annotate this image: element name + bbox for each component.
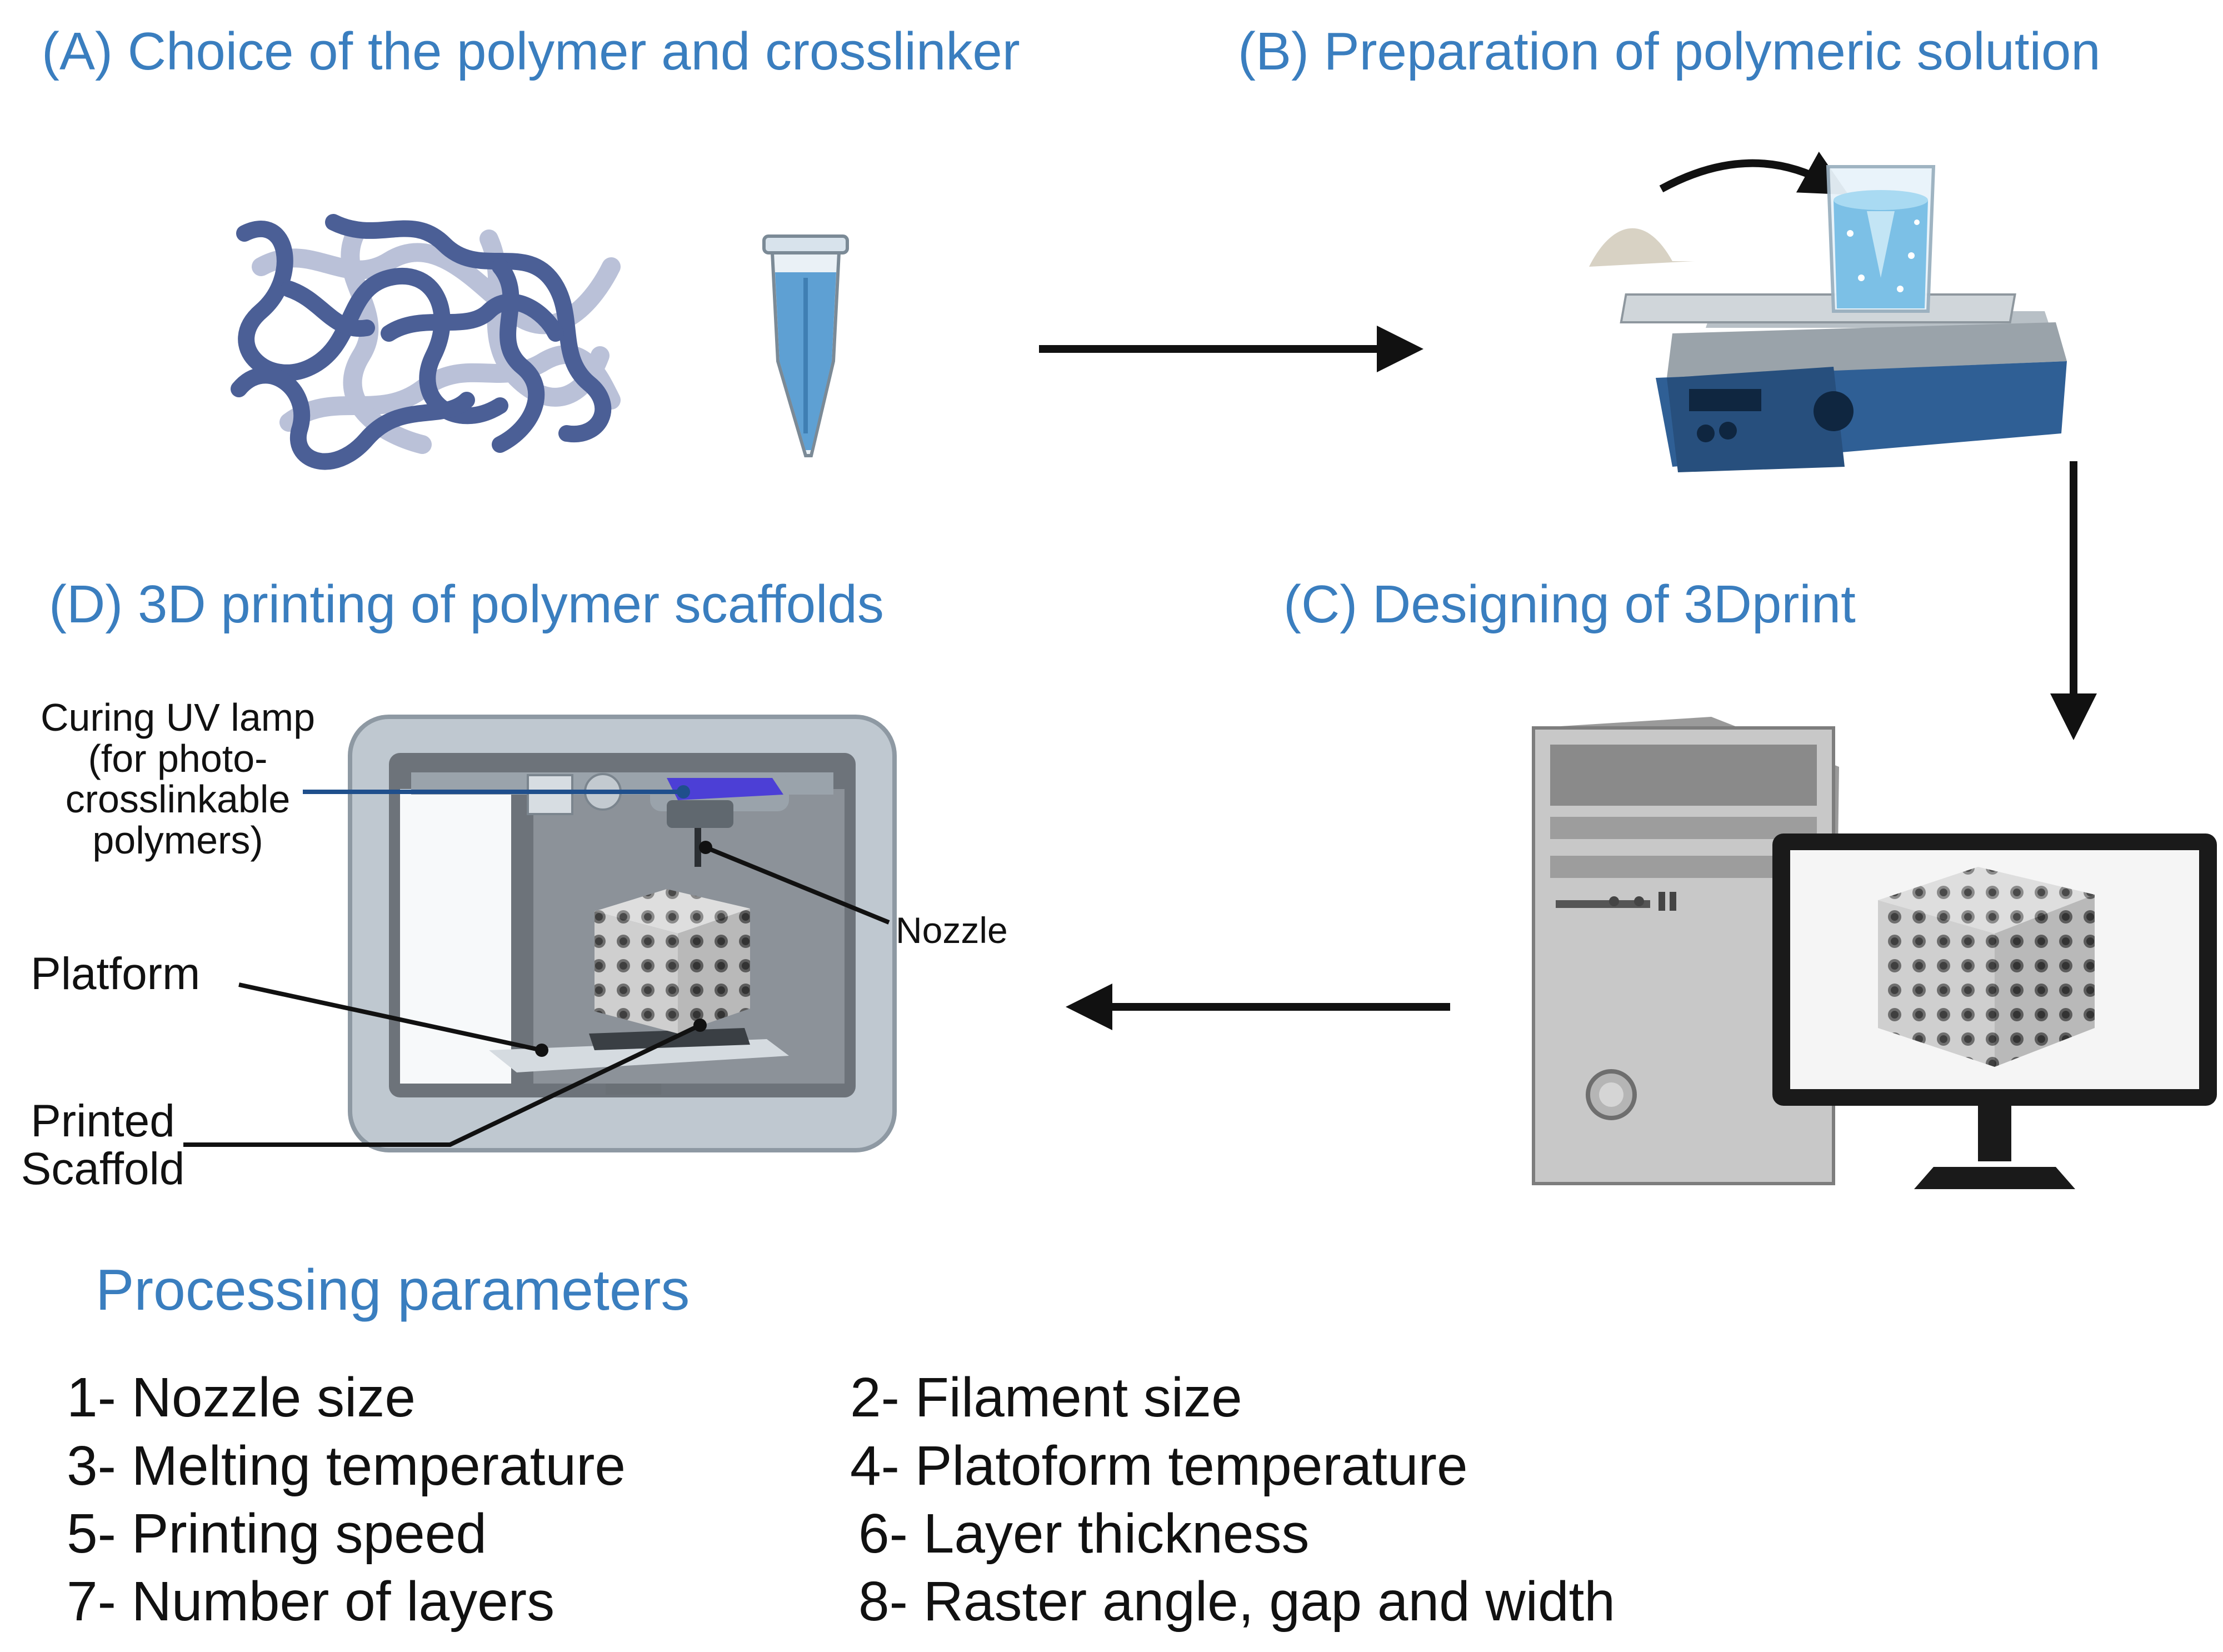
step-a-title: (A) Choice of the polymer and crosslinke… xyxy=(42,22,1020,81)
polymer-network-icon xyxy=(231,214,621,470)
printed-scaffold-label: Printed Scaffold xyxy=(17,1097,189,1193)
parameter-item: 3- Melting temperature xyxy=(67,1435,626,1497)
monitor-icon xyxy=(1772,834,2217,1189)
step-c-title: (C) Designing of 3Dprint xyxy=(1283,575,1856,634)
parameter-item: 1- Nozzle size xyxy=(67,1366,416,1429)
nozzle-leader xyxy=(705,845,890,925)
printed-scaffold-label-line-1: Printed xyxy=(31,1096,175,1146)
printed-scaffold-icon xyxy=(595,889,750,1034)
3d-printer-icon xyxy=(183,715,897,1152)
hotplate-stirrer-icon xyxy=(1589,151,2067,472)
step-b-title: (B) Preparation of polymeric solution xyxy=(1238,22,2101,81)
parameter-item: 2- Filament size xyxy=(850,1366,1242,1429)
processing-parameters-title: Processing parameters xyxy=(96,1258,690,1322)
parameter-item: 5- Printing speed xyxy=(67,1503,487,1565)
platform-label: Platform xyxy=(31,949,201,999)
printed-scaffold-label-line-2: Scaffold xyxy=(21,1144,185,1195)
scaffold-leader xyxy=(183,1023,701,1147)
uv-lamp-label-line-1: Curing UV lamp xyxy=(40,696,316,739)
parameter-item: 7- Number of layers xyxy=(67,1570,555,1633)
platform-leader xyxy=(238,982,542,1052)
scaffold-render-icon xyxy=(1878,867,2095,1067)
uv-lamp-label-line-3: crosslinkable xyxy=(65,777,291,821)
parameter-item: 6- Layer thickness xyxy=(858,1503,1310,1565)
parameter-item: 4- Platoform temperature xyxy=(850,1435,1468,1497)
step-d-title: (D) 3D printing of polymer scaffolds xyxy=(49,575,884,634)
uv-lamp-label: Curing UV lamp (for photo- crosslinkable… xyxy=(33,697,322,861)
parameter-item: 8- Raster angle, gap and width xyxy=(858,1570,1615,1633)
uv-lamp-label-line-4: polymers) xyxy=(92,818,263,862)
tube-icon xyxy=(762,234,849,457)
nozzle-label: Nozzle xyxy=(896,910,1008,951)
uv-lamp-label-line-2: (for photo- xyxy=(88,736,268,780)
